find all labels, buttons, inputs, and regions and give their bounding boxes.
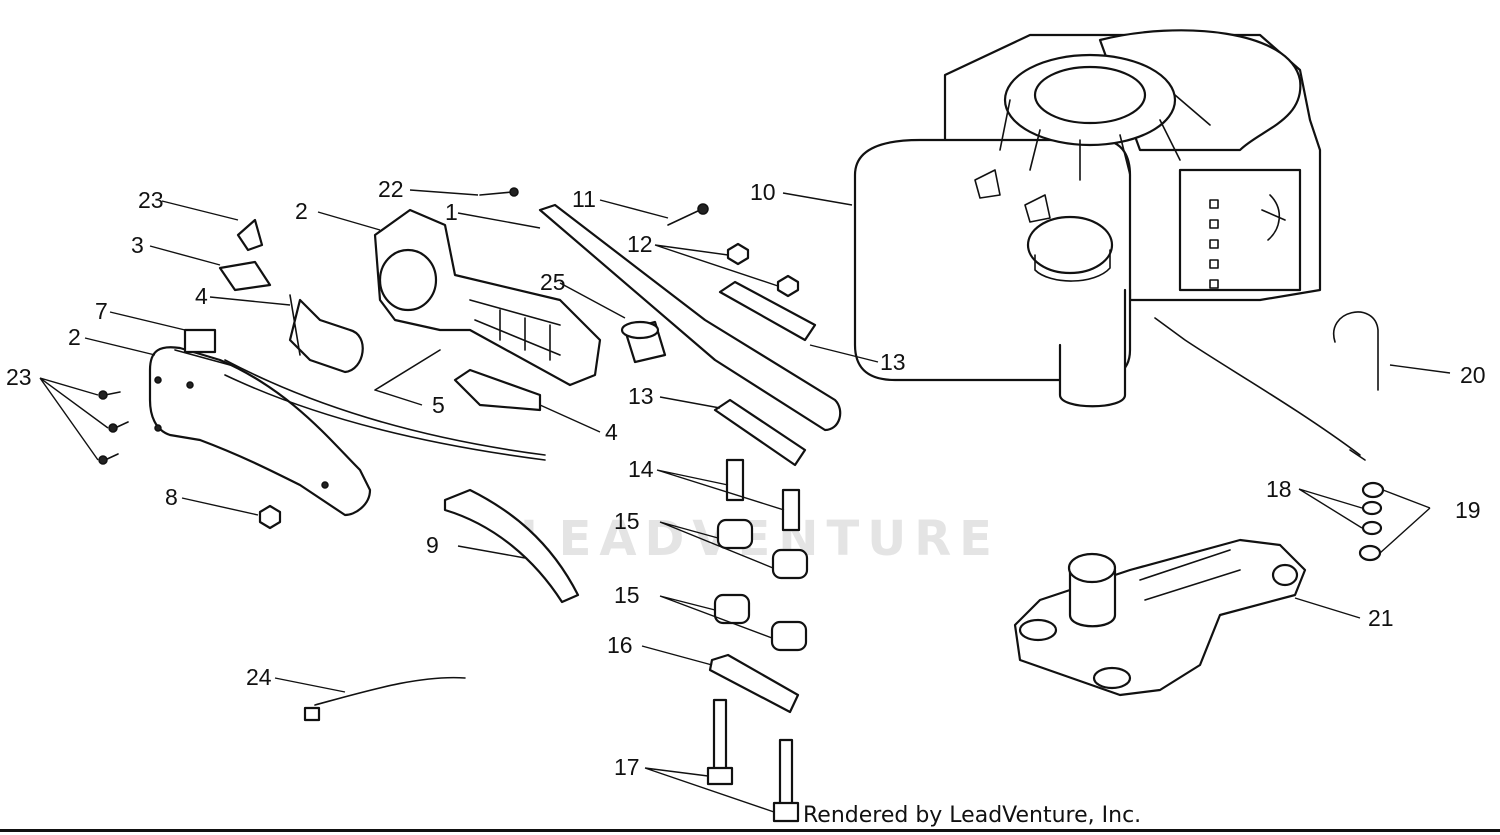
callout-23: 23 (138, 187, 164, 213)
bracket-part-13-upper (718, 280, 817, 342)
callout-4a: 4 (195, 283, 208, 309)
callout-9: 9 (426, 532, 439, 558)
spring-part-5 (374, 349, 441, 391)
switch-part-4-lower (453, 368, 542, 412)
bushings-part-15 (713, 518, 809, 652)
tie-wrap-part-24 (314, 676, 466, 706)
bushing-part-25 (620, 320, 667, 364)
bracket-part-13-lower (713, 398, 807, 467)
nut-part-12-b (776, 274, 800, 298)
nuts-part-19 (1358, 481, 1385, 562)
callout-13b: 13 (628, 383, 654, 409)
callout-labels: 23 3 4 7 2 23 8 2 22 1 25 5 4 11 12 10 1… (6, 176, 1486, 780)
bottom-rule (0, 829, 1500, 832)
callout-1: 1 (445, 199, 458, 225)
trigger-part-4 (288, 294, 364, 374)
bolts-part-17 (706, 698, 800, 823)
callout-2a: 2 (295, 198, 308, 224)
callout-22a: 22 (378, 176, 404, 202)
engine-part-10 (853, 29, 1322, 408)
screw-part-11 (667, 209, 701, 226)
throttle-cable (1154, 317, 1361, 456)
clip-part-23 (236, 218, 264, 252)
callout-4b: 4 (605, 419, 618, 445)
callout-15a: 15 (614, 508, 640, 534)
screw-part-22-top (479, 191, 513, 196)
block-part-7 (183, 328, 217, 354)
callout-21: 21 (1368, 605, 1394, 631)
leader-lines (39, 189, 1451, 813)
callout-14: 14 (628, 456, 654, 482)
callout-17: 17 (614, 754, 640, 780)
callout-10: 10 (750, 179, 776, 205)
link-plate-part-16 (708, 653, 800, 714)
rendered-by-footer: Rendered by LeadVenture, Inc. (803, 803, 1142, 828)
callout-11: 11 (572, 186, 596, 212)
handle-housing-part-2-upper (373, 208, 602, 387)
callout-20: 20 (1460, 362, 1486, 388)
callout-3: 3 (131, 232, 144, 258)
callout-22b: 23 (6, 364, 32, 390)
nut-part-8 (258, 504, 282, 530)
spacer-part-14-a (725, 458, 745, 502)
callout-7: 7 (95, 298, 108, 324)
callout-13a: 13 (880, 349, 906, 375)
screws-part-22-left (98, 390, 129, 465)
drive-shaft-part-1 (538, 203, 842, 432)
watermark: LEADVENTURE (520, 511, 1000, 567)
washers-part-18 (1361, 500, 1383, 536)
nut-part-12-a (726, 242, 750, 266)
callout-19: 19 (1455, 497, 1481, 523)
callout-2b: 2 (68, 324, 81, 350)
callout-8: 8 (165, 484, 178, 510)
callout-25: 25 (540, 269, 566, 295)
callout-15b: 15 (614, 582, 640, 608)
handle-grip-part-2-lower (148, 346, 372, 517)
callout-16: 16 (607, 632, 633, 658)
spiral-wrap-part-9 (443, 488, 580, 604)
hook-part-20 (1332, 311, 1379, 391)
spacer-part-14-b (781, 488, 801, 532)
plate-part-3 (218, 260, 272, 292)
drive-housing-part-21 (1013, 538, 1307, 697)
callout-12: 12 (627, 231, 653, 257)
callout-5: 5 (432, 392, 445, 418)
callout-24: 24 (246, 664, 272, 690)
callout-18: 18 (1266, 476, 1292, 502)
